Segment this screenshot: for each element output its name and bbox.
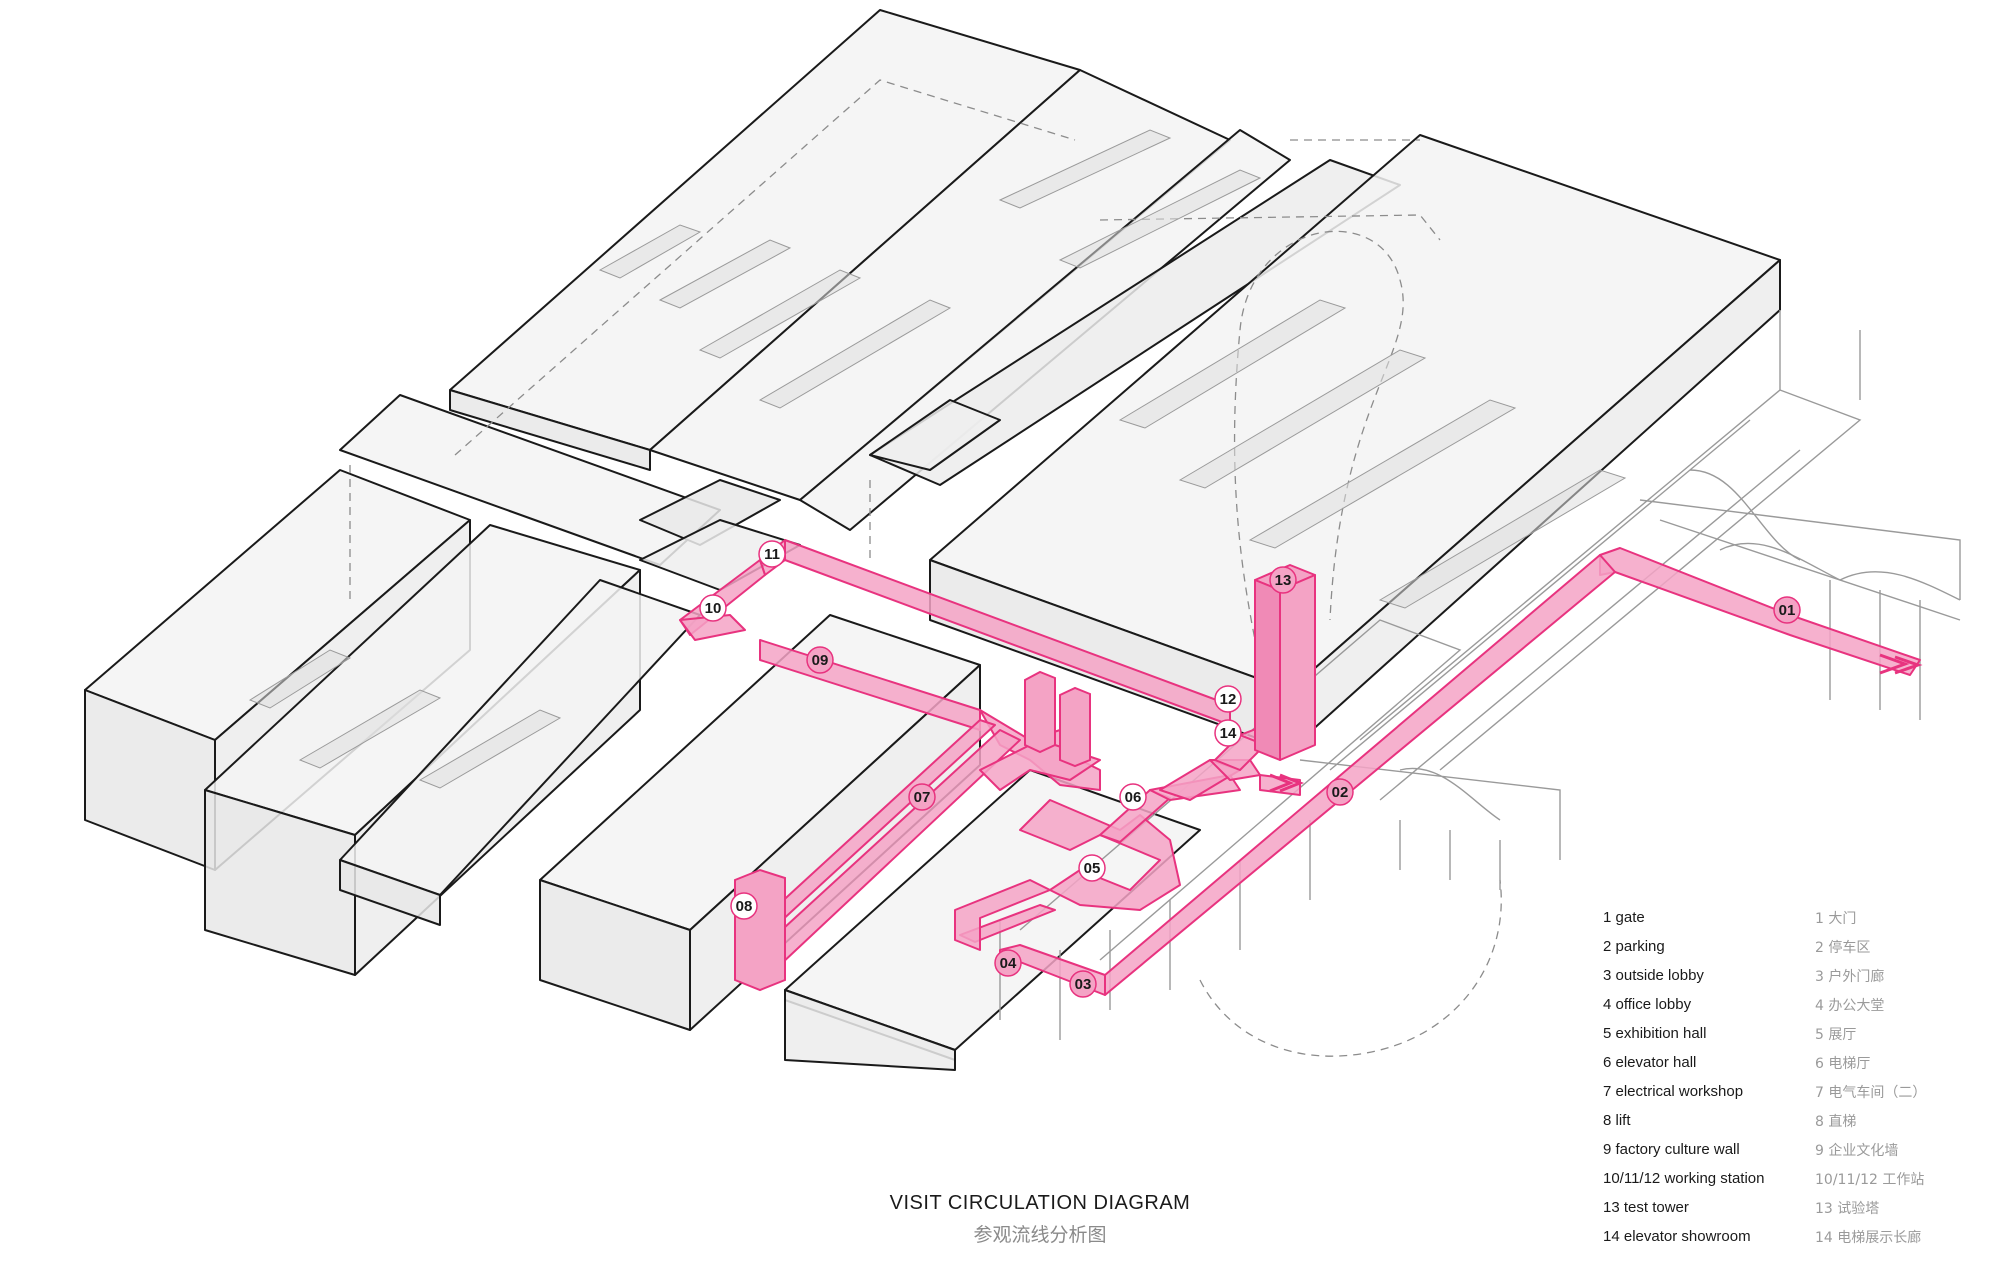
legend-label-en: 10/11/12 working station bbox=[1603, 1170, 1765, 1187]
legend-label-en: 14 elevator showroom bbox=[1603, 1228, 1751, 1245]
svg-text:07: 07 bbox=[914, 789, 931, 806]
legend-label-cn: 6 电梯厅 bbox=[1815, 1055, 1871, 1072]
legend-label-cn: 13 试验塔 bbox=[1815, 1200, 1880, 1217]
marker-05: 05 bbox=[1078, 854, 1106, 882]
legend-label-en: 2 parking bbox=[1603, 938, 1665, 955]
marker-06: 06 bbox=[1119, 783, 1147, 811]
marker-04: 04 bbox=[994, 949, 1022, 977]
legend-label-en: 5 exhibition hall bbox=[1603, 1025, 1707, 1042]
legend-item-test-tower: 13 test tower 13 试验塔 bbox=[1603, 1193, 1993, 1222]
marker-10: 10 bbox=[699, 594, 727, 622]
legend-label-cn: 9 企业文化墙 bbox=[1815, 1142, 1899, 1159]
marker-14: 14 bbox=[1214, 719, 1242, 747]
svg-text:04: 04 bbox=[1000, 955, 1017, 972]
svg-text:06: 06 bbox=[1125, 789, 1142, 806]
svg-text:10: 10 bbox=[705, 600, 722, 617]
svg-text:13: 13 bbox=[1275, 572, 1292, 589]
entrance-arrow bbox=[1269, 653, 1923, 793]
marker-09: 09 bbox=[806, 646, 834, 674]
legend-item-outside-lobby: 3 outside lobby 3 户外门廊 bbox=[1603, 961, 1993, 990]
legend-item-exhibition-hall: 5 exhibition hall 5 展厅 bbox=[1603, 1019, 1993, 1048]
legend-item-electrical-workshop: 7 electrical workshop 7 电气车间（二） bbox=[1603, 1077, 1993, 1106]
interior-ghost-lines bbox=[349, 79, 1502, 1057]
svg-text:12: 12 bbox=[1220, 691, 1237, 708]
legend-item-factory-culture-wall: 9 factory culture wall 9 企业文化墙 bbox=[1603, 1135, 1993, 1164]
legend-label-cn: 10/11/12 工作站 bbox=[1815, 1171, 1925, 1188]
legend-label-cn: 8 直梯 bbox=[1815, 1113, 1857, 1130]
buildings bbox=[84, 9, 1781, 1071]
legend-item-lift: 8 lift 8 直梯 bbox=[1603, 1106, 1993, 1135]
legend-label-en: 13 test tower bbox=[1603, 1199, 1689, 1216]
legend-item-elevator-showroom: 14 elevator showroom 14 电梯展示长廊 bbox=[1603, 1222, 1993, 1251]
svg-text:14: 14 bbox=[1220, 725, 1237, 742]
legend-label-cn: 1 大门 bbox=[1815, 910, 1857, 927]
legend-label-en: 1 gate bbox=[1603, 909, 1645, 926]
marker-07: 07 bbox=[908, 783, 936, 811]
legend-item-office-lobby: 4 office lobby 4 办公大堂 bbox=[1603, 990, 1993, 1019]
lift-towers bbox=[1024, 670, 1091, 768]
svg-text:11: 11 bbox=[764, 546, 780, 563]
marker-08: 08 bbox=[730, 892, 758, 920]
diagram-title-en: VISIT CIRCULATION DIAGRAM bbox=[889, 1192, 1191, 1214]
legend-label-en: 6 elevator hall bbox=[1603, 1054, 1697, 1071]
route-markers: 01 02 03 04 05 06 07 08 bbox=[699, 540, 1801, 998]
building-inner-box bbox=[639, 399, 1001, 591]
svg-text:01: 01 bbox=[1779, 602, 1796, 619]
lift-08 bbox=[734, 868, 786, 992]
legend-label-en: 9 factory culture wall bbox=[1603, 1141, 1740, 1158]
svg-text:05: 05 bbox=[1084, 860, 1101, 877]
building-connector bbox=[339, 394, 781, 566]
marker-12: 12 bbox=[1214, 685, 1242, 713]
test-tower bbox=[1254, 564, 1316, 761]
svg-text:08: 08 bbox=[736, 898, 753, 915]
marker-01: 01 bbox=[1773, 596, 1801, 624]
svg-text:02: 02 bbox=[1332, 784, 1349, 801]
diagram-title-cn: 参观流线分析图 bbox=[973, 1224, 1107, 1246]
legend: 1 gate 1 大门 2 parking 2 停车区 3 outside lo… bbox=[1603, 903, 1993, 1251]
legend-label-cn: 4 办公大堂 bbox=[1815, 997, 1885, 1014]
legend-item-parking: 2 parking 2 停车区 bbox=[1603, 932, 1993, 961]
marker-02: 02 bbox=[1326, 778, 1354, 806]
marker-11: 11 bbox=[758, 540, 786, 568]
legend-label-cn: 2 停车区 bbox=[1815, 939, 1871, 956]
legend-item-working-station: 10/11/12 working station 10/11/12 工作站 bbox=[1603, 1164, 1993, 1193]
legend-label-cn: 14 电梯展示长廊 bbox=[1815, 1229, 1922, 1246]
legend-label-en: 3 outside lobby bbox=[1603, 967, 1704, 984]
legend-label-cn: 5 展厅 bbox=[1815, 1026, 1857, 1043]
legend-label-cn: 7 电气车间（二） bbox=[1815, 1084, 1927, 1101]
svg-text:03: 03 bbox=[1075, 976, 1092, 993]
legend-label-en: 4 office lobby bbox=[1603, 996, 1692, 1013]
legend-label-en: 7 electrical workshop bbox=[1603, 1083, 1744, 1100]
legend-item-elevator-hall: 6 elevator hall 6 电梯厅 bbox=[1603, 1048, 1993, 1077]
interior-blocks bbox=[248, 129, 1627, 789]
marker-03: 03 bbox=[1069, 970, 1097, 998]
legend-label-en: 8 lift bbox=[1603, 1112, 1631, 1129]
legend-item-gate: 1 gate 1 大门 bbox=[1603, 903, 1993, 932]
legend-label-cn: 3 户外门廊 bbox=[1815, 968, 1885, 985]
marker-13: 13 bbox=[1269, 566, 1297, 594]
svg-text:09: 09 bbox=[812, 652, 829, 669]
